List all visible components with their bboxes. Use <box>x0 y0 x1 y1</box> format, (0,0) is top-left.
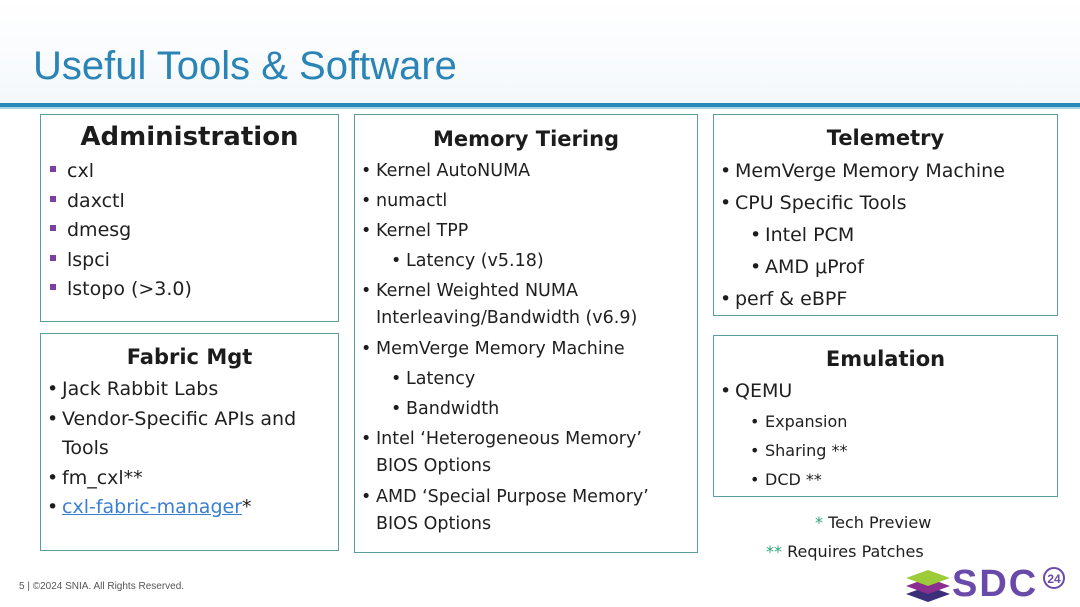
layers-icon <box>906 570 950 602</box>
slide-title: Useful Tools & Software <box>33 44 457 88</box>
logo-text: SDC <box>952 563 1038 604</box>
telemetry-box: Telemetry MemVerge Memory Machine CPU Sp… <box>713 114 1058 316</box>
list-item-line: BIOS Options <box>376 514 492 534</box>
title-band <box>0 0 1080 103</box>
administration-list: cxl daxctl dmesg lspci lstopo (>3.0) <box>49 157 338 305</box>
list-item-line: Vendor-Specific APIs and <box>62 407 297 430</box>
note-text: Tech Preview <box>823 513 932 532</box>
administration-heading: Administration <box>80 122 299 152</box>
sub-list-item: DCD ** <box>750 465 1057 494</box>
emulation-box: Emulation QEMU Expansion Sharing ** DCD … <box>713 335 1058 497</box>
requires-patches-note: ** Requires Patches <box>766 541 924 563</box>
cxl-fabric-manager-link[interactable]: cxl-fabric-manager <box>62 496 243 518</box>
list-item-line: Interleaving/Bandwidth (v6.9) <box>376 308 638 328</box>
tech-preview-note: * Tech Preview <box>815 512 931 534</box>
list-item: cxl <box>49 157 338 187</box>
sub-list-item: Sharing ** <box>750 436 1057 465</box>
note-marker: ** <box>766 542 782 561</box>
list-item: Jack Rabbit Labs <box>47 375 338 405</box>
slide-footer: 5 | ©2024 SNIA. All Rights Reserved. <box>19 581 185 592</box>
sub-list-item: Latency (v5.18) <box>391 246 697 276</box>
logo-badge-ring <box>1043 567 1065 589</box>
list-item: QEMU <box>720 376 1057 407</box>
list-item: MemVerge Memory Machine <box>361 334 697 364</box>
list-item: daxctl <box>49 187 338 217</box>
sub-list-item: Expansion <box>750 407 1057 436</box>
title-rule <box>0 103 1080 107</box>
list-item: numactl <box>361 186 697 216</box>
note-text: Requires Patches <box>782 542 924 561</box>
list-item: dmesg <box>49 216 338 246</box>
logo-badge: 24 <box>1047 572 1061 586</box>
emulation-list: QEMU Expansion Sharing ** DCD ** <box>720 376 1057 494</box>
list-item: CPU Specific Tools <box>720 187 1057 219</box>
sub-list-item: Bandwidth <box>391 394 697 424</box>
list-item-line: Intel ‘Heterogeneous Memory’ <box>376 429 642 449</box>
list-item: Kernel TPP <box>361 216 697 246</box>
fabric-mgt-box: Fabric Mgt Jack Rabbit Labs Vendor-Speci… <box>40 333 339 551</box>
list-item: MemVerge Memory Machine <box>720 155 1057 187</box>
list-item-line: Kernel Weighted NUMA <box>376 281 578 301</box>
telemetry-list: MemVerge Memory Machine CPU Specific Too… <box>720 155 1057 315</box>
sub-list-item: AMD μProf <box>750 251 1057 283</box>
fabric-mgt-list: Jack Rabbit Labs Vendor-Specific APIs an… <box>47 375 338 523</box>
list-item: Kernel Weighted NUMA Interleaving/Bandwi… <box>361 276 697 334</box>
footnote-marker: * <box>242 496 252 518</box>
sub-list-item: Intel PCM <box>750 219 1057 251</box>
memory-tiering-box: Memory Tiering Kernel AutoNUMA numactl K… <box>354 114 698 553</box>
telemetry-heading: Telemetry <box>826 126 945 150</box>
list-item: AMD ‘Special Purpose Memory’ BIOS Option… <box>361 482 697 540</box>
list-item: cxl-fabric-manager* <box>47 493 338 523</box>
list-item: fm_cxl** <box>47 464 338 494</box>
list-item: Intel ‘Heterogeneous Memory’ BIOS Option… <box>361 424 697 482</box>
list-item: Kernel AutoNUMA <box>361 156 697 186</box>
list-item: perf & eBPF <box>720 283 1057 315</box>
administration-box: Administration cxl daxctl dmesg lspci ls… <box>40 114 339 322</box>
emulation-heading: Emulation <box>825 347 946 371</box>
note-marker: * <box>815 513 823 532</box>
memory-tiering-list: Kernel AutoNUMA numactl Kernel TPP Laten… <box>361 156 697 540</box>
list-item: Vendor-Specific APIs and Tools <box>47 405 338 464</box>
list-item-line: BIOS Options <box>376 456 492 476</box>
list-item: lstopo (>3.0) <box>49 275 338 305</box>
title-rule-light <box>0 107 1080 109</box>
fabric-mgt-heading: Fabric Mgt <box>126 345 253 369</box>
list-item-line: Tools <box>62 437 109 459</box>
sub-list-item: Latency <box>391 364 697 394</box>
list-item: lspci <box>49 246 338 276</box>
memory-tiering-heading: Memory Tiering <box>432 127 620 151</box>
sdc-logo: SDC 24 <box>906 563 1065 604</box>
list-item-line: AMD ‘Special Purpose Memory’ <box>376 487 649 507</box>
